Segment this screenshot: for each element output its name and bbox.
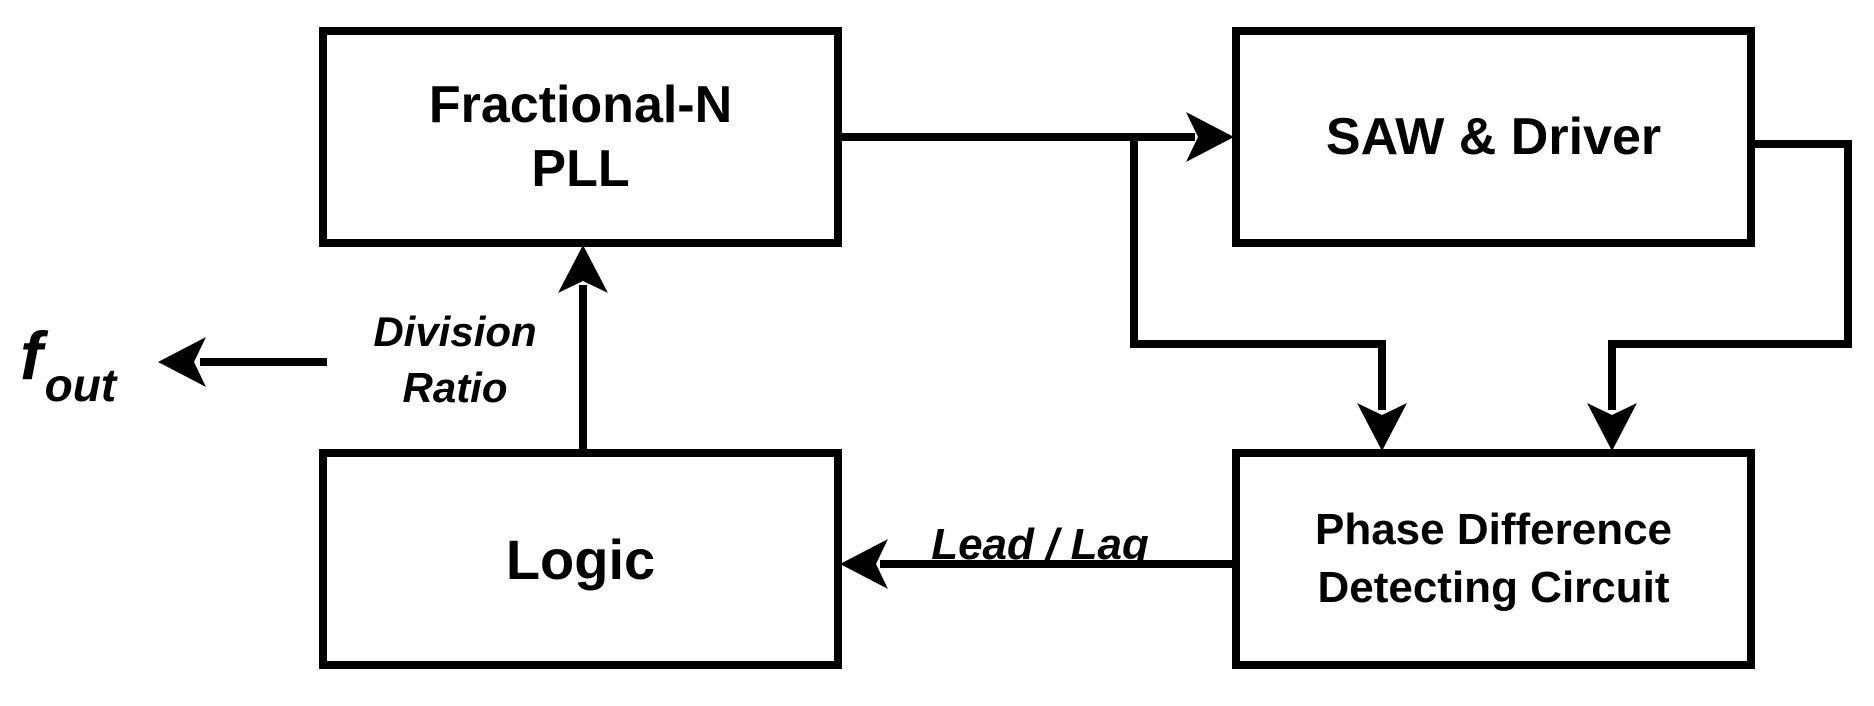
saw-to-phase-line — [1608, 140, 1852, 410]
phase-difference-label: Phase Difference Detecting Circuit — [1240, 457, 1747, 661]
lead-lag-annotation-text: Lead / Lag — [931, 520, 1149, 569]
division-ratio-annotation: Division Ratio — [340, 304, 570, 416]
pll-tap-to-phase-line — [1130, 137, 1386, 410]
arrowhead-into-saw — [1186, 112, 1234, 162]
phase-difference-block — [1232, 449, 1755, 669]
fractional-n-pll-label-line2: PLL — [531, 140, 630, 198]
arrowhead-into-phase-right — [1587, 403, 1637, 451]
arrowhead-into-phase-left — [1357, 403, 1407, 451]
phase-difference-label-line2: Detecting Circuit — [1317, 563, 1670, 612]
lead-lag-annotation: Lead / Lag — [900, 470, 1180, 570]
arrowhead-fout — [158, 337, 206, 387]
division-annotation-line1: Division — [373, 308, 537, 355]
fractional-n-pll-label: Fractional-N PLL — [327, 35, 834, 239]
fractional-n-pll-label-line1: Fractional-N — [428, 76, 733, 134]
saw-driver-block — [1232, 27, 1755, 247]
division-annotation-line2: Ratio — [402, 364, 508, 411]
arrowhead-into-logic — [840, 539, 888, 589]
saw-driver-label: SAW & Driver — [1240, 35, 1747, 239]
fout-subscript: out — [44, 359, 117, 411]
logic-label-text: Logic — [505, 527, 656, 591]
fout-label: fout — [20, 322, 170, 412]
logic-label: Logic — [327, 457, 834, 661]
phase-difference-label-line1: Phase Difference — [1314, 505, 1673, 554]
arrowhead-into-pll — [558, 245, 608, 293]
fout-symbol: f — [20, 318, 43, 394]
saw-driver-label-text: SAW & Driver — [1325, 108, 1662, 166]
